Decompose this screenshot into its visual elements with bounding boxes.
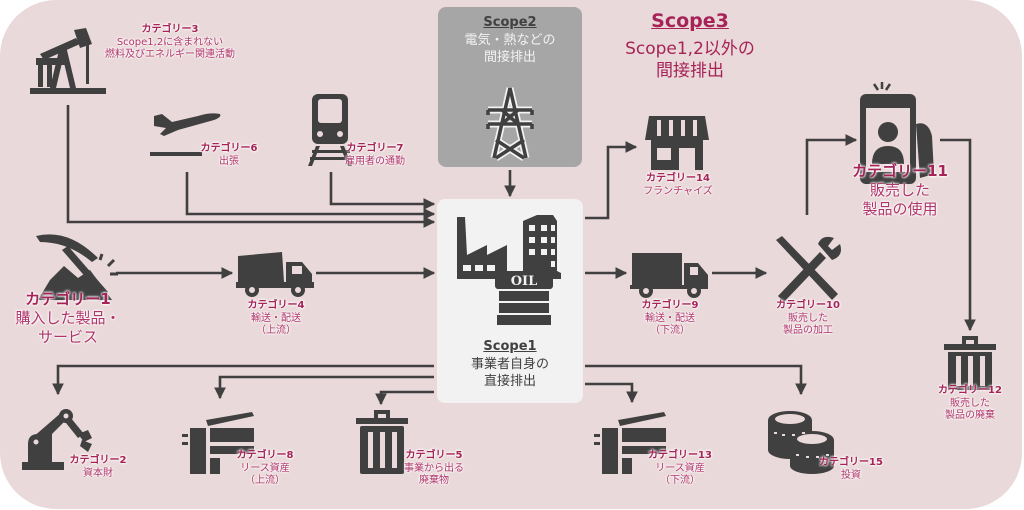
category-12-desc-line2: 製品の廃棄 xyxy=(945,410,995,421)
scope2-desc: 電気・熱などの 間接排出 xyxy=(438,33,582,67)
category-6-title: カテゴリー6 xyxy=(200,143,258,154)
scope3-desc: Scope1,2以外の 間接排出 xyxy=(600,38,780,82)
category-13-title: カテゴリー13 xyxy=(648,450,712,461)
category-3-desc-line1: Scope1,2に含まれない xyxy=(116,36,224,48)
smartphone-user-icon xyxy=(858,82,938,184)
scope2-desc-line1: 電気・熱などの xyxy=(464,33,556,48)
category-5-label: カテゴリー5 事業から出る 廃棄物 xyxy=(396,450,472,488)
category-2-label: カテゴリー2 資本財 xyxy=(66,455,130,480)
scope1-desc-line1: 事業者自身の xyxy=(470,357,549,372)
category-13-label: カテゴリー13 リース資産 （下流） xyxy=(642,450,718,488)
category-3-desc-line2: 燃料及びエネルギー関連活動 xyxy=(105,49,235,60)
category-5-desc-line1: 事業から出る xyxy=(404,462,464,474)
category-7-title: カテゴリー7 xyxy=(346,143,404,154)
category-8-desc-line1: リース資産 xyxy=(240,462,290,474)
copier-icon xyxy=(594,412,670,474)
category-10-label: カテゴリー10 販売した 製品の加工 xyxy=(766,300,850,338)
dump-truck-icon xyxy=(236,252,316,298)
category-8-desc-line2: （上流） xyxy=(245,475,285,486)
tools-icon xyxy=(772,236,844,302)
category-2-desc-line1: 資本財 xyxy=(83,467,113,479)
svg-text:OIL: OIL xyxy=(511,274,538,289)
category-9-desc-line2: （下流） xyxy=(650,325,690,336)
scope2-box: Scope2 電気・熱などの 間接排出 xyxy=(438,7,582,167)
scope1-box: OIL Scope1 事業者自身の 直接排出 xyxy=(437,199,583,403)
category-11-desc-line1: 販売した xyxy=(869,180,930,199)
category-3-label: カテゴリー3 Scope1,2に含まれない 燃料及びエネルギー関連活動 xyxy=(85,24,255,62)
category-14-label: カテゴリー14 フランチャイズ xyxy=(636,173,720,198)
oil-pump-icon xyxy=(30,28,110,96)
category-9-desc-line1: 輸送・配送 xyxy=(645,312,695,324)
category-2-title: カテゴリー2 xyxy=(69,455,127,466)
category-10-desc-line1: 販売した xyxy=(788,312,828,324)
category-15-desc-line1: 投資 xyxy=(841,469,861,481)
scope1-title: Scope1 xyxy=(483,339,537,354)
truck-icon xyxy=(630,253,710,299)
category-15-title: カテゴリー15 xyxy=(819,457,883,468)
category-10-title: カテゴリー10 xyxy=(776,300,840,311)
airplane-icon xyxy=(150,108,226,158)
category-8-label: カテゴリー8 リース資産 （上流） xyxy=(230,450,300,488)
category-13-desc-line2: （下流） xyxy=(660,475,700,486)
category-12-desc-line1: 販売した xyxy=(950,397,990,409)
category-6-label: カテゴリー6 出張 xyxy=(196,143,262,168)
category-11-desc-line2: 製品の使用 xyxy=(862,199,938,218)
copier-icon xyxy=(182,412,258,474)
category-5-title: カテゴリー5 xyxy=(405,450,463,461)
category-5-desc-line2: 廃棄物 xyxy=(419,475,449,486)
category-14-title: カテゴリー14 xyxy=(646,173,710,184)
category-4-desc-line1: 輸送・配送 xyxy=(251,312,301,324)
category-15-label: カテゴリー15 投資 xyxy=(814,457,888,482)
category-7-label: カテゴリー7 雇用者の通勤 xyxy=(335,143,415,168)
power-tower-icon xyxy=(480,84,540,164)
category-4-label: カテゴリー4 輸送・配送 （上流） xyxy=(236,300,316,338)
category-11-label: カテゴリー11 販売した 製品の使用 xyxy=(840,162,960,218)
category-13-desc-line1: リース資産 xyxy=(655,462,705,474)
scope2-desc-line2: 間接排出 xyxy=(483,49,536,65)
category-1-desc-line2: サービス xyxy=(37,327,98,346)
category-7-desc-line1: 雇用者の通勤 xyxy=(345,155,405,167)
robot-arm-icon xyxy=(22,408,96,470)
category-4-title: カテゴリー4 xyxy=(247,300,305,311)
scope1-desc-line2: 直接排出 xyxy=(483,373,536,389)
category-4-desc-line2: （上流） xyxy=(256,325,296,336)
category-10-desc-line2: 製品の加工 xyxy=(783,325,833,336)
category-11-title: カテゴリー11 xyxy=(852,162,948,180)
scope3-desc-line1: Scope1,2以外の xyxy=(625,39,755,59)
category-14-desc-line1: フランチャイズ xyxy=(643,185,713,197)
category-12-title: カテゴリー12 xyxy=(938,385,1002,396)
trash-can-icon xyxy=(944,336,996,390)
train-icon xyxy=(306,94,356,168)
category-1-title: カテゴリー1 xyxy=(25,290,111,308)
store-icon xyxy=(645,116,709,172)
scope1-desc: 事業者自身の 直接排出 xyxy=(437,357,583,391)
trash-can-icon xyxy=(356,410,408,474)
category-3-title: カテゴリー3 xyxy=(141,24,199,35)
category-12-label: カテゴリー12 販売した 製品の廃棄 xyxy=(930,385,1010,423)
category-9-label: カテゴリー9 輸送・配送 （下流） xyxy=(630,300,710,338)
scope3-desc-line2: 間接排出 xyxy=(656,61,724,82)
pickaxe-icon xyxy=(28,228,118,308)
coins-icon xyxy=(766,410,836,474)
category-1-desc-line1: 購入した製品・ xyxy=(15,308,121,327)
scope3-title: Scope3 xyxy=(651,10,729,32)
scope2-title: Scope2 xyxy=(483,15,537,30)
category-6-desc-line1: 出張 xyxy=(219,155,239,167)
category-9-title: カテゴリー9 xyxy=(641,300,699,311)
factory-building-oil-icon: OIL xyxy=(457,215,567,327)
category-8-title: カテゴリー8 xyxy=(236,450,294,461)
category-1-label: カテゴリー1 購入した製品・ サービス xyxy=(10,290,126,346)
